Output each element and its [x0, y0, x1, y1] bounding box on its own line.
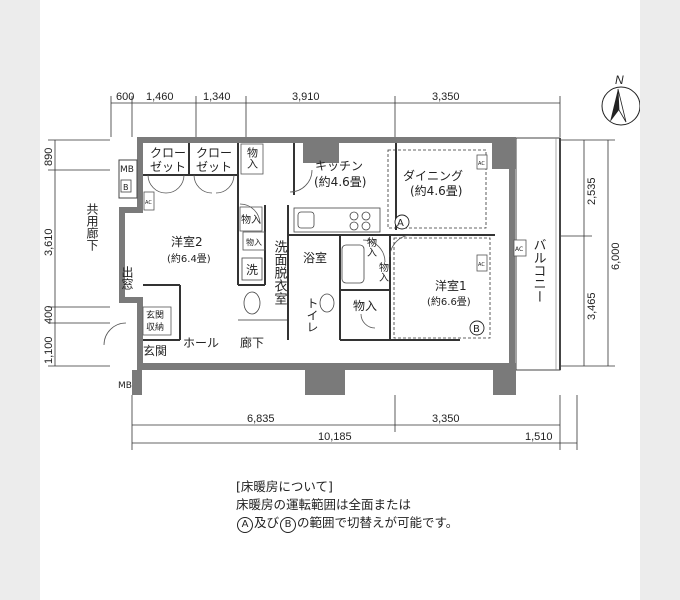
washer-box: [241, 257, 263, 281]
ac-label-4: AC: [515, 246, 523, 253]
top-dimensions: [110, 96, 561, 137]
entrance-storage-box: [142, 306, 172, 336]
kitchen-area: (約4.6畳): [314, 174, 366, 189]
toilet-label: トイレ: [305, 297, 319, 333]
bay-window-label: 出窓: [120, 266, 134, 290]
dim-right-2: 3,465: [586, 292, 598, 320]
bottom-dimensions: [131, 395, 578, 450]
zone-a-marker: [394, 214, 410, 230]
note-line1: 床暖房の運転範囲は全面または: [236, 497, 412, 512]
closet2-label-1: クロー: [196, 146, 232, 160]
north-label: N: [615, 73, 624, 87]
storage-r2-label: 物入: [377, 261, 389, 282]
entrance-storage-label-1: 玄関: [146, 309, 164, 321]
dim-left-4: 1,100: [43, 336, 55, 364]
closet1-label-1: クロー: [150, 146, 186, 160]
storage-top-label: 物入: [246, 146, 259, 169]
floor-plan-sheet: 600 1,460 1,340 3,910 3,350 N 890 3,610 …: [40, 0, 640, 600]
closet1-label-2: ゼット: [150, 160, 186, 174]
western2-area: (約6.4畳): [167, 252, 211, 265]
note-and: 及び: [254, 515, 280, 530]
bathtub: [341, 244, 365, 284]
dim-bottom-2: 3,350: [432, 413, 460, 425]
note-zone-a: A: [237, 517, 253, 533]
dim-left-3: 400: [43, 306, 55, 324]
western1-area: (約6.6畳): [427, 295, 471, 308]
dim-top-3: 1,340: [203, 91, 231, 103]
storage-toilet-label: 物入: [353, 299, 377, 313]
outer-walls: [119, 137, 516, 395]
storage-top-box: [240, 143, 264, 175]
storage-small1-box: [239, 206, 263, 232]
entrance-storage-label-2: 収納: [146, 321, 164, 333]
kitchen-label: キッチン: [315, 159, 363, 173]
interior-walls: [143, 143, 495, 341]
ac-label-1: AC: [145, 200, 152, 206]
storage-r1-label: 物入: [365, 236, 377, 257]
left-dimensions: [48, 139, 110, 367]
b-box-label: B: [123, 183, 129, 192]
washroom-label: 洗面脱衣室: [272, 240, 288, 305]
floor-plan-drawing: 600 1,460 1,340 3,910 3,350 N 890 3,610 …: [43, 73, 640, 450]
note-title: [床暖房について]: [236, 479, 333, 494]
western1-label: 洋室1: [435, 278, 467, 293]
note-line2-end: の範囲で切替えが可能です。: [297, 515, 459, 530]
zone-b-marker: [469, 320, 485, 336]
north-arrow-icon: [601, 86, 640, 126]
wash-basin: [243, 291, 261, 315]
balcony-label: バルコニー: [531, 238, 547, 303]
ac-units: [143, 154, 527, 272]
right-dimensions: [560, 139, 615, 367]
washer-label: 洗: [246, 263, 258, 277]
storage-small1-label: 物入: [241, 213, 261, 226]
dim-top-1: 600: [116, 91, 134, 103]
zone-b-label: B: [473, 324, 480, 335]
ac-label-3: AC: [478, 262, 485, 268]
doors: [103, 169, 413, 346]
dim-left-2: 3,610: [43, 228, 55, 256]
b-box: [120, 179, 132, 193]
dining-area: (約4.6畳): [410, 183, 462, 198]
common-corridor-label: 共用廊下: [85, 203, 99, 251]
hall-label: ホール: [183, 336, 219, 350]
dim-bottom-3: 10,185: [318, 431, 352, 443]
floor-heating-zones: [387, 149, 491, 339]
dim-right-outer: 6,000: [610, 242, 622, 270]
storage-small2-label: 物入: [246, 237, 262, 247]
dim-bottom-4: 1,510: [525, 431, 553, 443]
dim-top-2: 1,460: [146, 91, 174, 103]
entrance-label: 玄関: [143, 343, 167, 358]
dining-label: ダイニング: [403, 168, 463, 183]
ac-label-2: AC: [478, 161, 485, 167]
dim-top-5: 3,350: [432, 91, 460, 103]
dim-left-1: 890: [43, 148, 55, 166]
storage-small2-box: [242, 231, 266, 251]
dim-bottom-1: 6,835: [247, 413, 275, 425]
western2-label: 洋室2: [171, 234, 203, 249]
closet2-label-2: ゼット: [196, 160, 232, 174]
bathroom-label: 浴室: [303, 250, 327, 265]
note-zone-b: B: [280, 517, 297, 533]
mb-top-label: MB: [120, 165, 134, 175]
dim-top-4: 3,910: [292, 91, 320, 103]
mb-bottom-label: MB: [118, 381, 132, 391]
dim-right-1: 2,535: [586, 177, 598, 205]
zone-a-label: A: [397, 218, 404, 229]
toilet-bowl: [319, 293, 335, 313]
kitchen-counter: [293, 207, 381, 233]
corridor-label: 廊下: [240, 335, 264, 350]
